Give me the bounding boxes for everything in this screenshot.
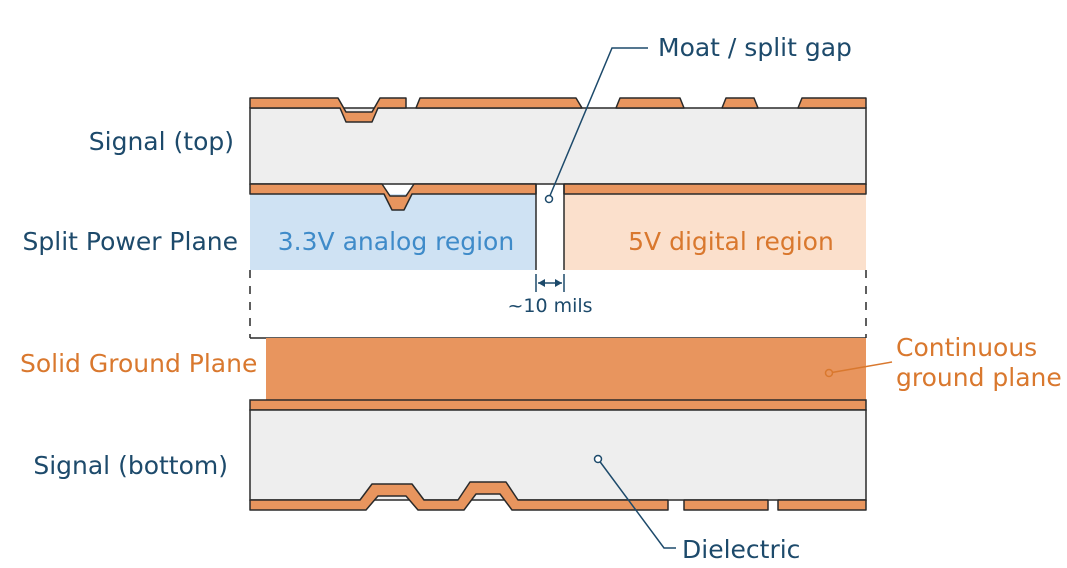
continuous-label-line1: Continuous: [896, 333, 1037, 362]
gap-width-dimension: [535, 274, 565, 292]
top-copper-traces: [249, 97, 867, 123]
analog-region-label: 3.3V analog region: [278, 227, 514, 256]
digital-region-fill: [564, 194, 866, 270]
bottom-trace: [249, 481, 669, 511]
solid-ground-plane-label: Solid Ground Plane: [20, 349, 257, 378]
dielectric-callout: Dielectric: [593, 454, 800, 564]
moat-callout: Moat / split gap: [544, 33, 852, 204]
top-trace: [721, 97, 759, 109]
ground-plane-bottom-copper: [249, 399, 867, 411]
continuous-label-line2: ground plane: [896, 363, 1062, 392]
bottom-trace: [777, 499, 867, 511]
bottom-signal-layer: [249, 409, 867, 511]
continuous-ground-callout: Continuous ground plane: [824, 333, 1062, 392]
top-trace: [797, 97, 867, 109]
dielectric-label: Dielectric: [682, 535, 800, 564]
top-dielectric: [249, 107, 867, 185]
top-trace: [615, 97, 685, 109]
power-plane-copper-right: [563, 183, 867, 195]
moat-gap-label: Moat / split gap: [658, 33, 852, 62]
ground-plane-layer: [249, 337, 867, 411]
digital-region-label: 5V digital region: [628, 227, 834, 256]
split-power-plane-label: Split Power Plane: [23, 227, 238, 256]
gap-width-label: ~10 mils: [507, 295, 592, 317]
signal-top-label: Signal (top): [89, 127, 234, 156]
split-power-plane-layer: 3.3V analog region 5V digital region: [249, 183, 867, 338]
top-signal-layer: [249, 97, 867, 185]
bottom-trace: [683, 499, 769, 511]
top-trace: [249, 97, 407, 123]
bottom-copper-traces: [249, 481, 867, 511]
bottom-dielectric: [249, 409, 867, 501]
top-trace: [415, 97, 583, 109]
signal-bottom-label: Signal (bottom): [33, 451, 228, 480]
ground-plane-fill: [266, 338, 866, 400]
